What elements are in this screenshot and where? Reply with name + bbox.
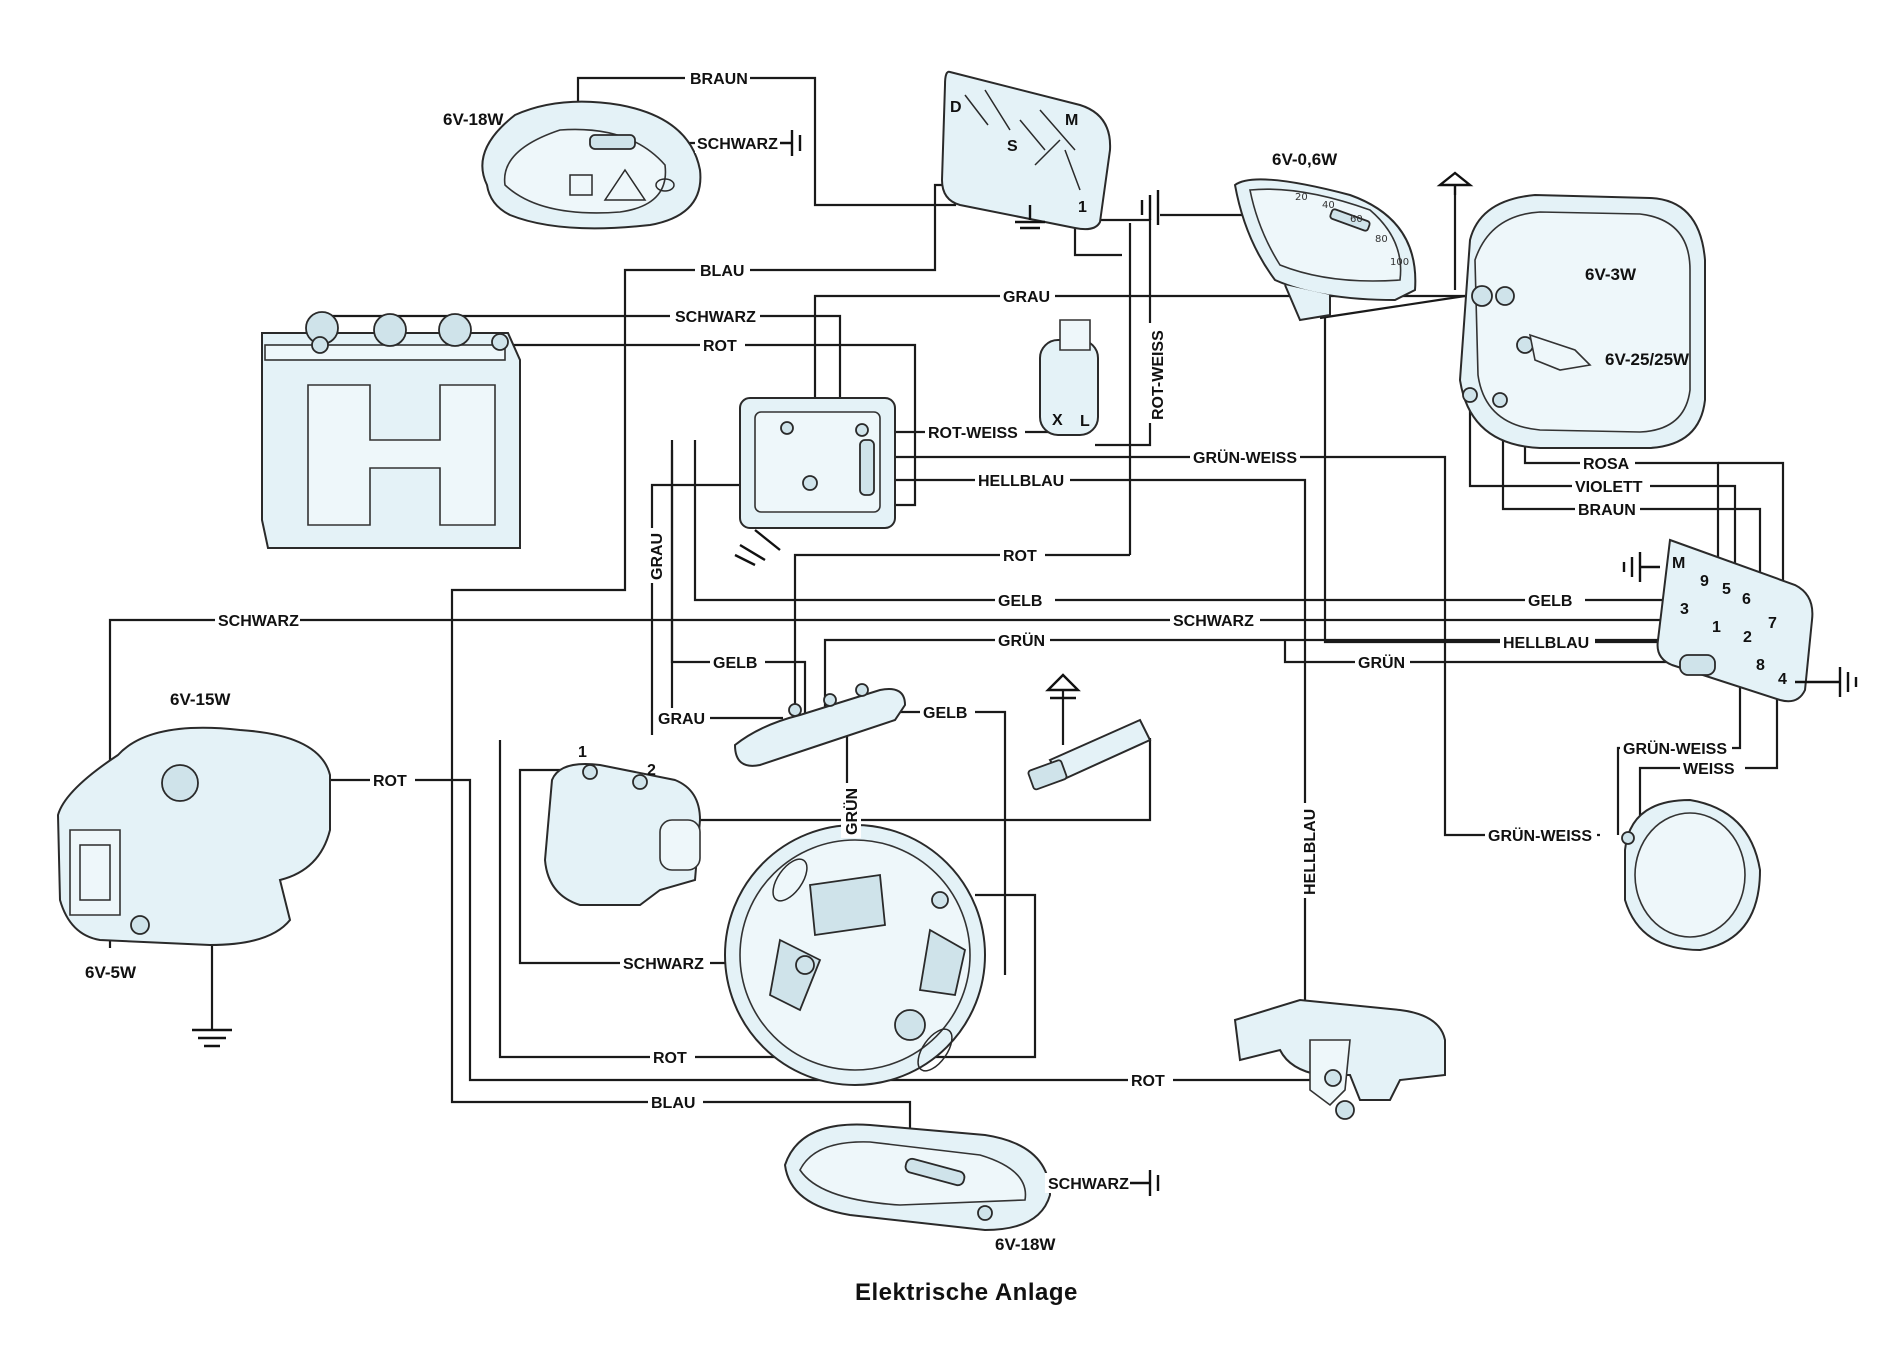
coil-terminal-1: 1	[578, 744, 587, 761]
wire-label-schwarz-rear: SCHWARZ	[697, 136, 778, 153]
wire-label-gruen-vertical: GRÜN	[842, 788, 861, 835]
wire-label-gelb-low: GELB	[923, 705, 967, 722]
wire-label-blau-bottom: BLAU	[651, 1095, 695, 1112]
indicator-ground-symbol	[1130, 1170, 1160, 1196]
wire-label-rosa: ROSA	[1583, 456, 1630, 473]
stop-lamp-rating: 6V-5W	[85, 963, 137, 982]
light-switch: D S M 1	[940, 70, 1112, 231]
ignition-coil: 1 2	[543, 744, 702, 906]
wire-label-hellblau-mid: HELLBLAU	[978, 473, 1064, 490]
relay-terminal-l: L	[1080, 413, 1090, 430]
wire-label-gelb-right: GELB	[1528, 593, 1572, 610]
wire-label-gruen-right: GRÜN	[1358, 653, 1405, 672]
stop-switch	[1233, 998, 1446, 1120]
wire-label-rot-battery: ROT	[703, 338, 737, 355]
junction-terminal-1: 1	[1712, 619, 1721, 636]
spark-plug	[1027, 673, 1152, 791]
switch-terminal-d: D	[950, 99, 962, 116]
relay-terminal-x: X	[1052, 412, 1063, 429]
junction-ground-right-symbol	[1795, 667, 1858, 697]
speedometer-dial-20: 20	[1295, 192, 1308, 203]
speedometer-dial-60: 60	[1350, 214, 1363, 225]
wire-label-gelb-long: GELB	[998, 593, 1042, 610]
wire-label-hellblau-right: HELLBLAU	[1503, 635, 1589, 652]
junction-ground-left-symbol	[1622, 552, 1660, 582]
wire-labels: BRAUN SCHWARZ BLAU SCHWARZ ROT GRAU ROT-…	[215, 68, 1745, 1193]
junction-terminal-8: 8	[1756, 657, 1765, 674]
wire-label-rot-weiss-vertical: ROT-WEISS	[1150, 330, 1167, 420]
wire-label-gruen-weiss-low: GRÜN-WEISS	[1488, 826, 1592, 845]
rear-lamp-top-rating: 6V-18W	[443, 110, 504, 129]
junction-terminal-5: 5	[1722, 581, 1731, 598]
wire-label-rot-bottom: ROT	[1131, 1073, 1165, 1090]
wire-label-grau-top: GRAU	[1003, 289, 1050, 306]
speedometer-lamp-rating: 6V-0,6W	[1272, 150, 1338, 169]
speedometer-dial-100: 100	[1390, 257, 1409, 268]
wire-label-rot-weiss-relay: ROT-WEISS	[928, 425, 1018, 442]
junction-terminal-2: 2	[1743, 629, 1752, 646]
headlamp-rating: 6V-25/25W	[1605, 350, 1690, 369]
junction-terminal-3: 3	[1680, 601, 1689, 618]
horn	[1621, 798, 1762, 952]
junction-terminal-9: 9	[1700, 573, 1709, 590]
voltage-regulator	[734, 397, 896, 567]
front-indicator-lamp: 6V-18W	[783, 1123, 1056, 1254]
wire-label-grau-vertical: GRAU	[649, 533, 666, 580]
tail-lamp-ground-symbol	[192, 1028, 232, 1048]
parking-lamp-rating: 6V-3W	[1585, 265, 1637, 284]
wire-label-schwarz-right: SCHWARZ	[1173, 613, 1254, 630]
switch-ground-symbol	[1015, 205, 1045, 230]
tail-lamp: 6V-15W 6V-5W	[56, 690, 331, 1048]
wire-label-schwarz-magneto: SCHWARZ	[623, 956, 704, 973]
coil-terminal-2: 2	[647, 762, 656, 779]
wire-label-rot-mid: ROT	[1003, 548, 1037, 565]
wire-label-violett: VIOLETT	[1575, 479, 1643, 496]
junction-box: M 9 5 6 7 3 1 2 8 4	[1622, 538, 1858, 703]
magneto	[724, 824, 986, 1086]
headlamp: 6V-3W 6V-25/25W	[1436, 171, 1706, 449]
front-indicator-rating: 6V-18W	[995, 1235, 1056, 1254]
wire-label-hellblau-vertical: HELLBLAU	[1302, 809, 1319, 895]
diagram-caption: Elektrische Anlage	[855, 1279, 1078, 1306]
spark-plug-ground-symbol	[1045, 673, 1081, 700]
switch-terminal-s: S	[1007, 138, 1018, 155]
speedometer-ground-symbol	[1140, 190, 1160, 225]
wire-label-schwarz-indicator: SCHWARZ	[1048, 1176, 1129, 1193]
regulator-ground-symbol	[734, 529, 781, 567]
speedometer-dial-40: 40	[1322, 200, 1335, 211]
switch-terminal-1: 1	[1078, 199, 1087, 216]
wire-label-gruen-weiss-mid: GRÜN-WEISS	[1193, 448, 1297, 467]
switch-terminal-m: M	[1065, 112, 1078, 129]
wire-label-grau-low: GRAU	[658, 711, 705, 728]
battery	[261, 311, 521, 549]
wire-label-braun-right: BRAUN	[1578, 502, 1636, 519]
wire-label-schwarz-left: SCHWARZ	[218, 613, 299, 630]
wire-label-weiss-horn: WEISS	[1683, 761, 1735, 778]
wire-label-blau-top: BLAU	[700, 263, 744, 280]
wire-label-gruen-mid: GRÜN	[998, 631, 1045, 650]
wire-label-schwarz-battery: SCHWARZ	[675, 309, 756, 326]
flasher-relay: X L	[1039, 319, 1099, 436]
headlamp-ground-symbol	[1436, 171, 1474, 195]
wire-label-gelb-left: GELB	[713, 655, 757, 672]
junction-terminal-4: 4	[1778, 671, 1787, 688]
junction-terminal-m: M	[1672, 555, 1685, 572]
speedometer: 20 40 60 80 100 6V-0,6W	[1140, 150, 1417, 322]
junction-terminal-7: 7	[1768, 615, 1777, 632]
wire-label-braun-top: BRAUN	[690, 71, 748, 88]
rear-lamp-top: 6V-18W	[443, 100, 702, 230]
junction-terminal-6: 6	[1742, 591, 1751, 608]
wire-label-rot-tail: ROT	[373, 773, 407, 790]
speedometer-dial-80: 80	[1375, 234, 1388, 245]
connector-block	[733, 683, 907, 767]
tail-lamp-rating: 6V-15W	[170, 690, 231, 709]
wire-label-gruen-weiss-horn: GRÜN-WEISS	[1623, 739, 1727, 758]
wire-label-rot-magneto: ROT	[653, 1050, 687, 1067]
